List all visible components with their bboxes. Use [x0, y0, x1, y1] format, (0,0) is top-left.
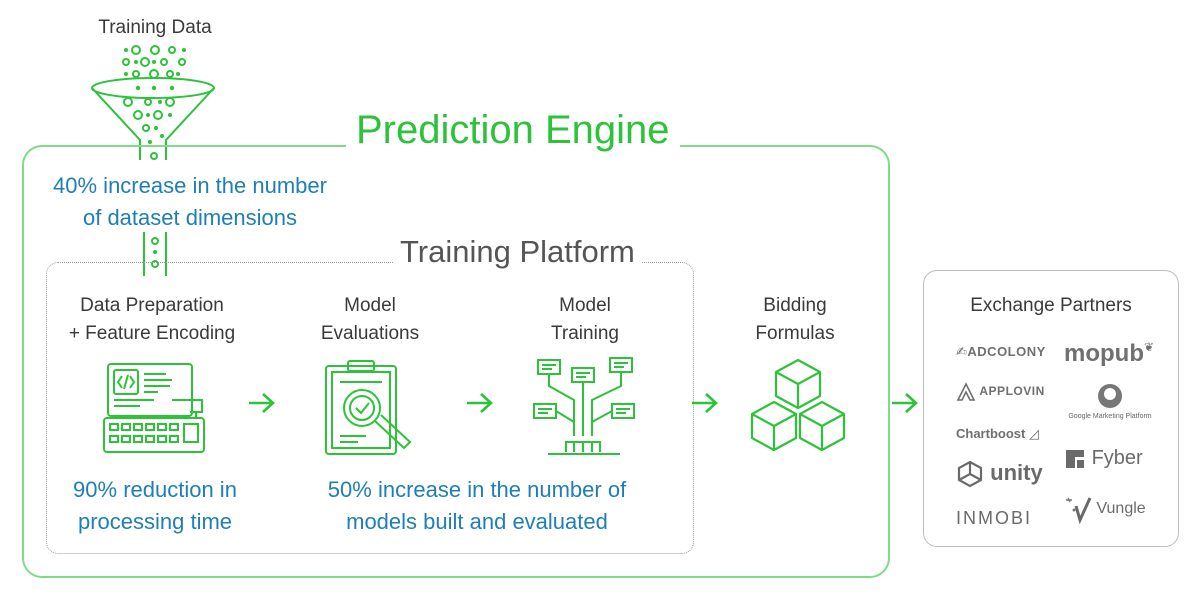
- vungle-logo: Vungle: [1066, 494, 1146, 525]
- step-label-model-evaluations: Model Evaluations: [290, 292, 450, 348]
- dimensions-stat-line-1: 40% increase in the number: [53, 173, 327, 198]
- models-stat: 50% increase in the number of models bui…: [298, 474, 656, 538]
- cubes-icon: [750, 358, 846, 452]
- coding-keyboard-icon: [103, 363, 205, 453]
- adcolony-logo: ✍ADCOLONY: [956, 344, 1046, 359]
- dimensions-stat-line-2: of dataset dimensions: [82, 205, 298, 230]
- models-stat-line-1: 50% increase in the number of: [327, 477, 627, 502]
- step-label-data-preparation: Data Preparation + Feature Encoding: [52, 292, 252, 348]
- clipboard-magnifier-icon: [325, 360, 412, 455]
- step-label-line: Model: [344, 295, 396, 316]
- models-stat-line-2: models built and evaluated: [346, 509, 608, 534]
- prediction-engine-title: Prediction Engine: [346, 108, 680, 153]
- exchange-partners-container: [923, 270, 1179, 547]
- unity-logo: unity: [956, 460, 1043, 488]
- chartboost-logo: Chartboost ◿: [956, 426, 1039, 441]
- training-platform-container: [46, 262, 694, 554]
- mopub-logo: mopub❦: [1064, 340, 1155, 367]
- decision-tree-icon: [533, 357, 635, 455]
- processing-stat-line-1: 90% reduction in: [73, 477, 237, 502]
- dimensions-stat: 40% increase in the number of dataset di…: [24, 170, 356, 234]
- applovin-mark-icon: [956, 382, 976, 401]
- arrow-right-icon: [892, 393, 918, 413]
- pipe-connector-icon: [143, 232, 167, 276]
- google-marketing-platform-mark-icon: [1098, 384, 1122, 408]
- arrow-right-icon: [467, 393, 493, 413]
- adcolony-mark-icon: ✍: [956, 344, 968, 359]
- step-label-line: Data Preparation: [80, 295, 224, 316]
- arrow-right-icon: [249, 393, 275, 413]
- chartboost-mark-icon: ◿: [1025, 426, 1039, 441]
- step-label-line: Bidding: [763, 295, 827, 316]
- funnel-icon: [91, 45, 215, 160]
- step-label-line: Training: [551, 323, 619, 344]
- step-label-line: Model: [559, 295, 611, 316]
- processing-stat: 90% reduction in processing time: [48, 474, 262, 538]
- step-label-bidding-formulas: Bidding Formulas: [720, 292, 870, 348]
- step-label-line: Evaluations: [320, 323, 420, 344]
- google-marketing-platform-logo: Google Marketing Platform: [1060, 382, 1160, 420]
- step-label-line: + Feature Encoding: [68, 323, 236, 344]
- bird-icon: ❦: [1143, 340, 1155, 354]
- processing-stat-line-2: processing time: [77, 509, 233, 534]
- fyber-logo: Fyber: [1064, 447, 1143, 470]
- vungle-mark-icon: [1066, 497, 1092, 525]
- applovin-logo: APPLOVIN: [956, 382, 1045, 402]
- unity-mark-icon: [957, 460, 983, 488]
- training-data-label: Training Data: [98, 17, 212, 38]
- step-label-model-training: Model Training: [510, 292, 660, 348]
- fyber-mark-icon: [1066, 449, 1084, 468]
- inmobi-logo: INMOBI: [956, 508, 1033, 528]
- training-platform-title: Training Platform: [394, 234, 641, 270]
- step-label-line: Formulas: [755, 323, 835, 344]
- exchange-partners-title: Exchange Partners: [970, 295, 1132, 316]
- arrow-right-icon: [692, 393, 718, 413]
